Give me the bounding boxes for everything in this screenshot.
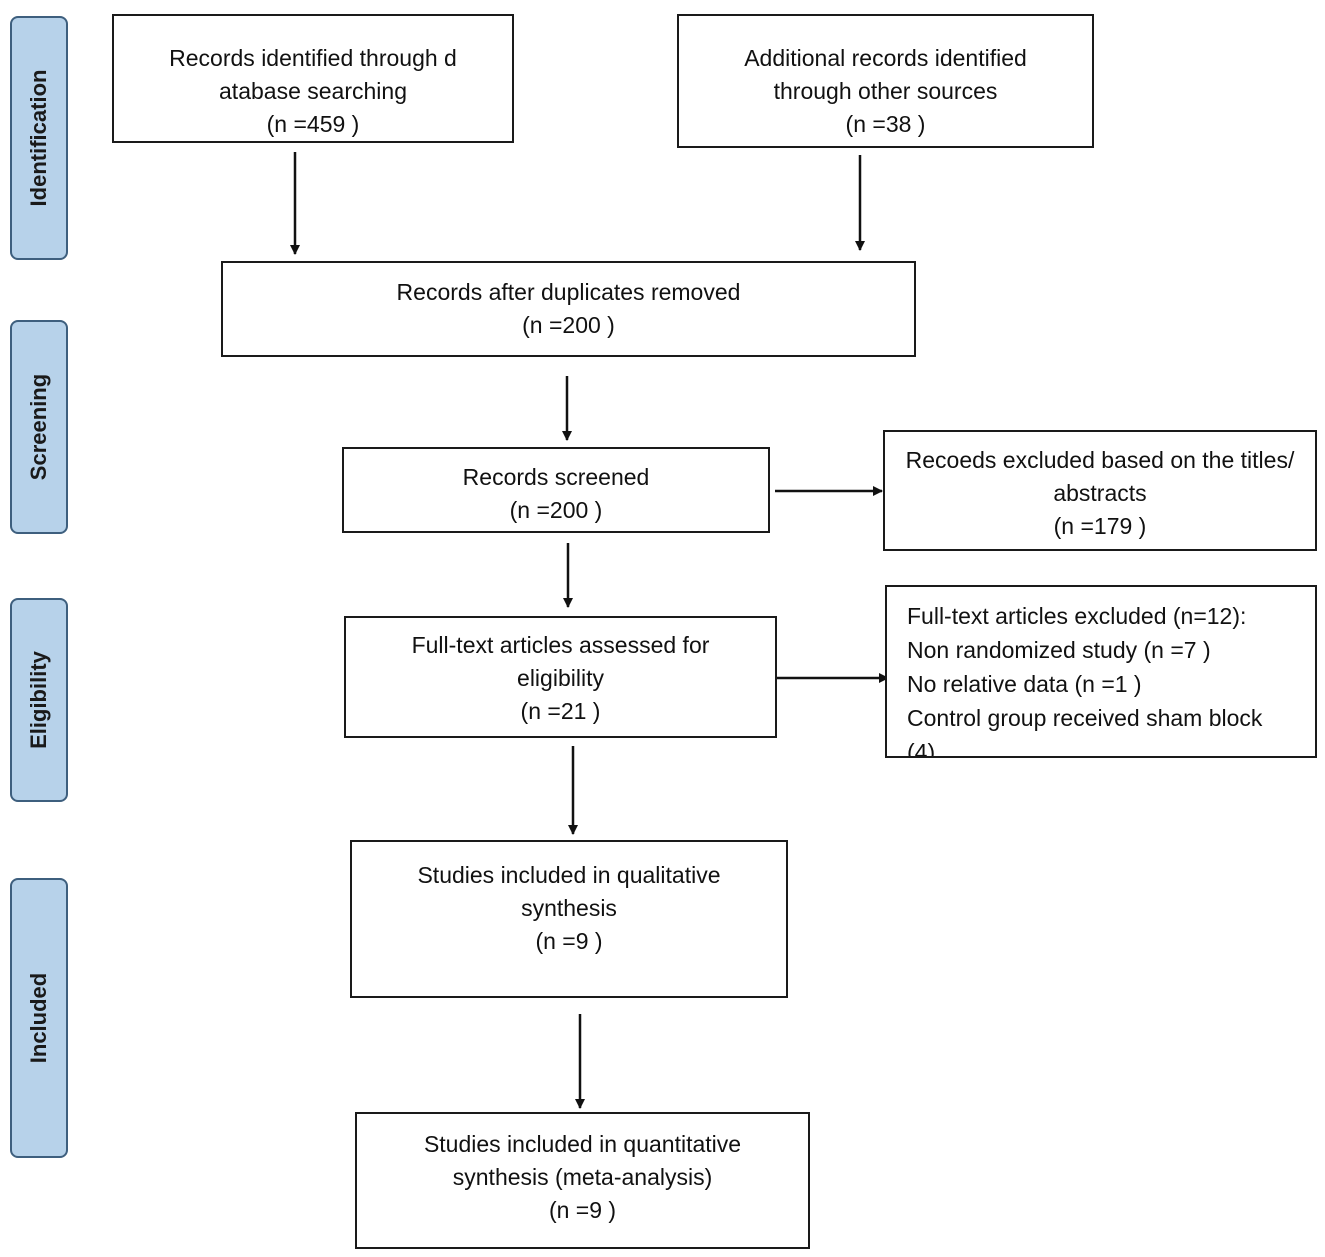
box-line: Full-text articles assessed for bbox=[411, 632, 710, 658]
box-line: (n =38 ) bbox=[845, 111, 926, 137]
box-line: synthesis (meta-analysis) bbox=[452, 1164, 713, 1190]
box-line: (n =200 ) bbox=[509, 497, 603, 523]
box-line: Non randomized study (n =7 ) bbox=[907, 637, 1211, 663]
box-line: (n =459 ) bbox=[266, 111, 360, 137]
box-line: abstracts bbox=[1053, 480, 1147, 506]
box-line: Full-text articles excluded (n=12): bbox=[907, 603, 1247, 629]
box-quantitative-synthesis: Studies included in quantitative synthes… bbox=[355, 1112, 810, 1249]
box-line: (n =9 ) bbox=[535, 928, 603, 954]
box-line: eligibility bbox=[517, 665, 604, 691]
box-line: synthesis bbox=[521, 895, 617, 921]
box-line: Control group received sham block bbox=[907, 705, 1263, 731]
box-qualitative-synthesis: Studies included in qualitative synthesi… bbox=[350, 840, 788, 998]
box-line: No relative data (n =1 ) bbox=[907, 671, 1142, 697]
box-fulltext-assessed: Full-text articles assessed for eligibil… bbox=[344, 616, 777, 738]
box-line: Studies included in qualitative bbox=[417, 862, 721, 888]
box-line: atabase searching bbox=[219, 78, 407, 104]
box-line: through other sources bbox=[773, 78, 998, 104]
box-line: (n =179 ) bbox=[1053, 513, 1147, 539]
box-line: Records screened bbox=[462, 464, 650, 490]
box-records-excluded: Recoeds excluded based on the titles/ ab… bbox=[883, 430, 1317, 551]
box-line: (n =9 ) bbox=[548, 1197, 617, 1223]
phase-included: Included bbox=[10, 878, 68, 1158]
box-records-screened: Records screened (n =200 ) bbox=[342, 447, 770, 533]
box-line: (n =21 ) bbox=[520, 698, 601, 724]
box-line: Additional records identified bbox=[744, 45, 1027, 71]
box-line: Recoeds excluded based on the titles/ bbox=[905, 447, 1295, 473]
box-database-records: Records identified through d atabase sea… bbox=[112, 14, 514, 143]
box-line: Studies included in quantitative bbox=[423, 1131, 742, 1157]
box-line: (n =200 ) bbox=[522, 312, 615, 338]
box-fulltext-excluded: Full-text articles excluded (n=12): Non … bbox=[885, 585, 1317, 758]
box-line: Records identified through d bbox=[169, 45, 457, 71]
phase-screening: Screening bbox=[10, 320, 68, 534]
box-duplicates-removed: Records after duplicates removed (n =200… bbox=[221, 261, 916, 357]
box-line: Records after duplicates removed bbox=[396, 279, 741, 305]
box-line: (4) bbox=[907, 739, 936, 758]
phase-eligibility: Eligibility bbox=[10, 598, 68, 802]
box-other-sources: Additional records identified through ot… bbox=[677, 14, 1094, 148]
phase-identification: Identification bbox=[10, 16, 68, 260]
